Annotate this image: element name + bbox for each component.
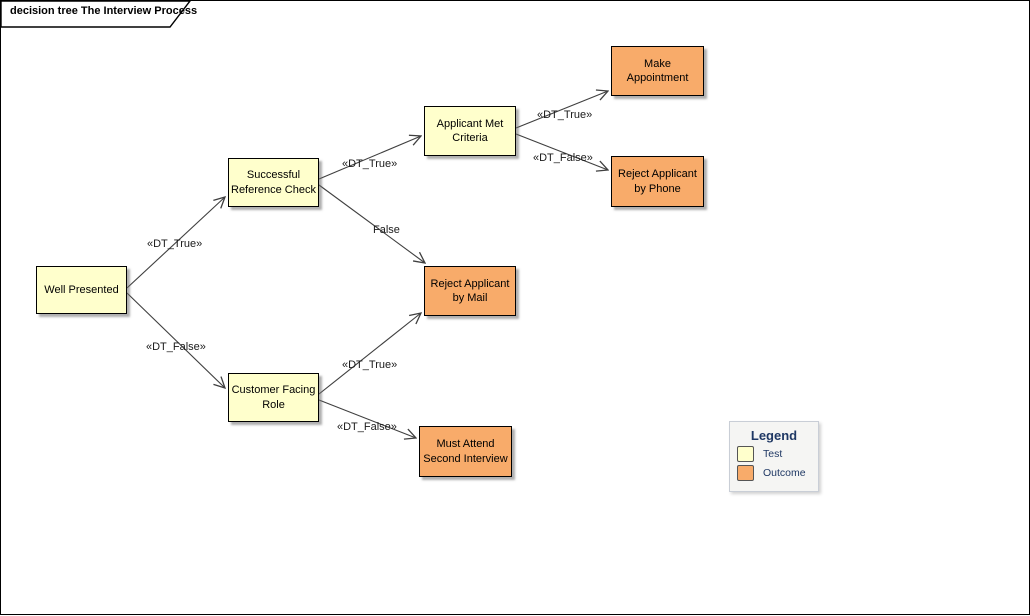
edge-amc-rap: [515, 133, 608, 170]
node-label: Reject Applicant by Mail: [430, 277, 510, 304]
diagram-frame-tab: decision tree The Interview Process: [1, 1, 197, 28]
legend-row-test: Test: [737, 446, 818, 462]
node-successful-reference-check[interactable]: Successful Reference Check: [228, 158, 319, 207]
node-reject-applicant-by-phone[interactable]: Reject Applicant by Phone: [611, 156, 704, 207]
edge-wp-src: [126, 197, 225, 289]
node-label: Applicant Met Criteria: [436, 117, 504, 144]
node-must-attend-second-interview[interactable]: Must Attend Second Interview: [419, 426, 512, 477]
node-label: Make Appointment: [626, 57, 689, 84]
frame-tab-shape: [1, 1, 191, 28]
node-reject-applicant-by-mail[interactable]: Reject Applicant by Mail: [424, 266, 516, 316]
node-label: Customer Facing Role: [231, 384, 316, 411]
outcome-color-swatch: [737, 465, 754, 481]
legend-row-outcome: Outcome: [737, 465, 818, 481]
node-label: Must Attend Second Interview: [423, 438, 508, 465]
edge-src-ram: [318, 184, 425, 263]
legend-label-outcome: Outcome: [763, 467, 806, 479]
edge-label-dt-true-4: «DT_True»: [342, 359, 398, 371]
edge-label-dt-true-1: «DT_True»: [147, 238, 203, 250]
node-applicant-met-criteria[interactable]: Applicant Met Criteria: [424, 106, 516, 156]
edge-amc-ma: [515, 91, 608, 129]
legend-label-test: Test: [763, 448, 783, 460]
edge-label-dt-false-2: «DT_False»: [533, 152, 593, 164]
edge-src-amc: [318, 136, 421, 180]
edge-label-dt-true-3: «DT_True»: [537, 109, 593, 121]
edge-label-false: False: [373, 224, 400, 236]
edge-wp-cfr: [126, 292, 225, 388]
test-color-swatch: [737, 446, 754, 462]
node-label: Reject Applicant by Phone: [618, 168, 697, 195]
node-well-presented[interactable]: Well Presented: [36, 266, 127, 314]
edge-cfr-masi: [318, 399, 416, 438]
legend[interactable]: Legend Test Outcome: [729, 421, 819, 492]
node-label: Well Presented: [44, 283, 119, 296]
node-label: Successful Reference Check: [231, 169, 316, 196]
node-customer-facing-role[interactable]: Customer Facing Role: [228, 373, 319, 422]
node-make-appointment[interactable]: Make Appointment: [611, 46, 704, 96]
legend-title: Legend: [750, 428, 798, 443]
diagram-title: decision tree The Interview Process: [10, 5, 198, 17]
edge-label-dt-true-2: «DT_True»: [342, 158, 398, 170]
edge-label-dt-false-3: «DT_False»: [337, 421, 397, 433]
edge-label-dt-false-1: «DT_False»: [146, 341, 206, 353]
edge-cfr-ram: [318, 313, 421, 395]
